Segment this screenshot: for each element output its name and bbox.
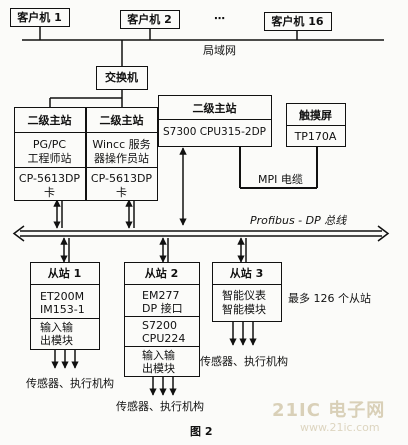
sensors-label-3: 传感器、执行机构	[200, 355, 288, 368]
switch-label: 交换机	[105, 71, 138, 84]
slave-line: 输入输	[40, 321, 73, 334]
switch-box: 交换机	[96, 66, 148, 90]
watermark-url: www.21ic.com	[300, 421, 380, 434]
watermark-logo: 21IC 电子网	[272, 400, 386, 421]
figure-caption: 图 2	[190, 425, 213, 438]
master-card: 卡	[44, 186, 55, 199]
client-box-2: 客户机 2	[120, 10, 180, 29]
slave-line: 输入输	[142, 349, 175, 362]
master-line: 器操作员站	[94, 152, 149, 165]
master-line: Wincc 服务	[92, 138, 151, 151]
slave-line: S7200	[142, 319, 177, 332]
client-box-16: 客户机 16	[264, 12, 332, 31]
master-cpu: S7300 CPU315-2DP	[162, 126, 266, 138]
slave-title: 从站 3	[229, 267, 264, 280]
lan-label: 局域网	[203, 44, 236, 57]
master-card: 卡	[116, 186, 127, 199]
touchscreen-model: TP170A	[294, 130, 337, 143]
master-card: CP-5613DP	[90, 172, 153, 185]
mpi-label: MPI 电缆	[258, 173, 303, 186]
master-line: 工程师站	[27, 152, 72, 165]
master-title: 二级主站	[192, 102, 237, 115]
slave-title: 从站 2	[144, 267, 179, 280]
slave-line: EM277	[142, 289, 180, 302]
ellipsis: ⋯	[214, 12, 225, 25]
master-card: CP-5613DP	[18, 172, 81, 185]
slave-station-2: 从站 2 EM277 DP 接口 S7200 CPU224 输入输 出模块	[124, 262, 200, 377]
slave-line: DP 接口	[142, 302, 183, 315]
master-station-2: 二级主站 Wincc 服务 器操作员站 CP-5613DP 卡	[86, 107, 158, 201]
master-title: 二级主站	[27, 114, 72, 127]
touchscreen-box: 触摸屏 TP170A	[286, 103, 346, 147]
client-box-1: 客户机 1	[10, 8, 70, 27]
client-label: 客户机 16	[271, 15, 324, 28]
slave-line: 智能仪表	[222, 289, 266, 302]
master-station-3: 二级主站 S7300 CPU315-2DP	[158, 95, 272, 147]
max-slaves-label: 最多 126 个从站	[288, 292, 371, 305]
master-station-1: 二级主站 PG/PC 工程师站 CP-5613DP 卡	[14, 107, 86, 201]
slave-station-3: 从站 3 智能仪表 智能模块	[212, 262, 282, 322]
slave-line: 出模块	[40, 334, 73, 347]
slave-title: 从站 1	[47, 267, 82, 280]
client-label: 客户机 1	[17, 11, 62, 24]
slave-line: ET200M	[40, 290, 85, 303]
sensors-label-1: 传感器、执行机构	[26, 377, 114, 390]
client-label: 客户机 2	[127, 13, 172, 26]
profibus-line	[12, 225, 390, 242]
slave-line: 出模块	[142, 362, 175, 375]
sensors-label-2: 传感器、执行机构	[116, 400, 204, 413]
slave-line: 智能模块	[222, 303, 266, 316]
slave-line: IM153-1	[40, 303, 85, 316]
touchscreen-title: 触摸屏	[299, 109, 332, 122]
master-line: PG/PC	[32, 138, 67, 151]
slave-station-1: 从站 1 ET200M IM153-1 输入输 出模块	[30, 262, 100, 350]
bus-label: Profibus - DP 总线	[250, 214, 347, 227]
master-title: 二级主站	[99, 114, 144, 127]
slave-line: CPU224	[142, 332, 186, 345]
